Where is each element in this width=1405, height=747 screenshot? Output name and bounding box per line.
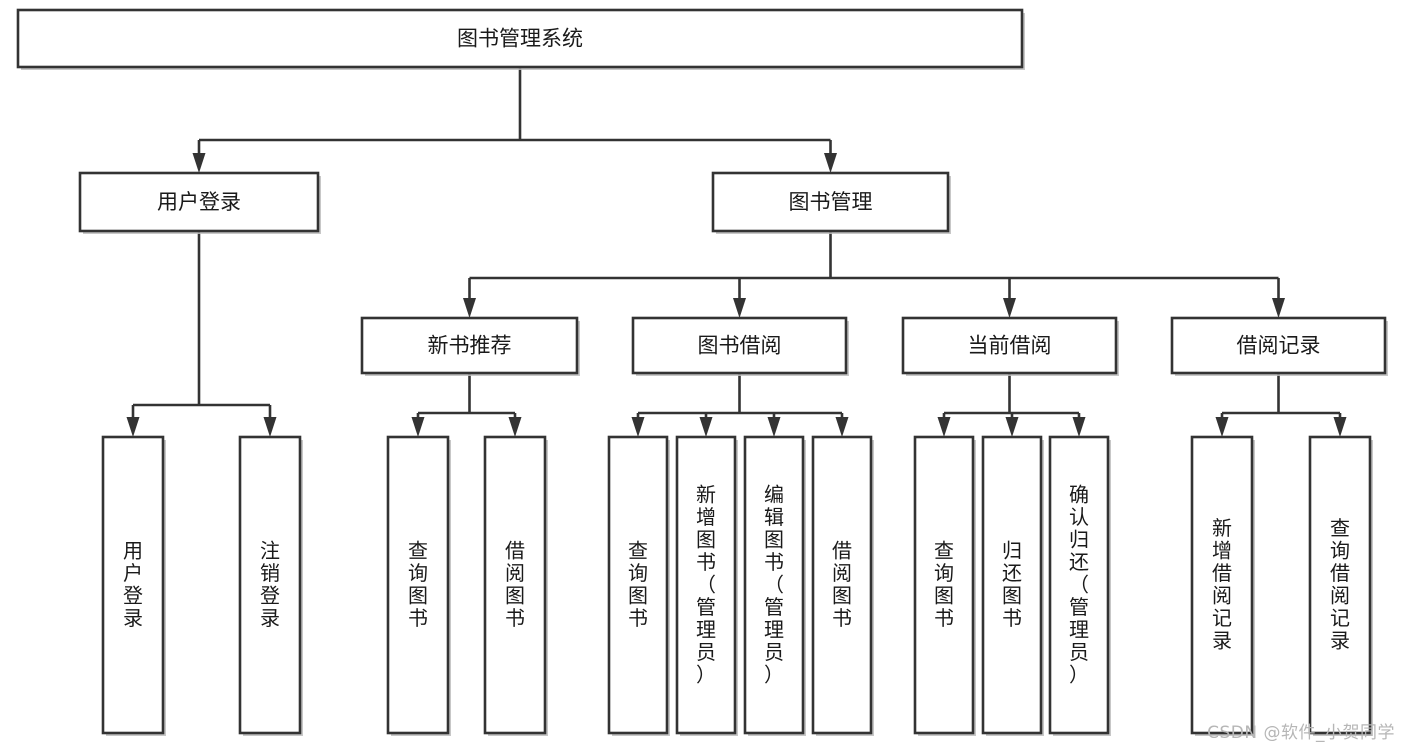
leaf-node-7-label: 借阅图书 bbox=[832, 539, 852, 631]
leaf-node-0[interactable]: 用户登录 bbox=[101, 435, 166, 736]
level1-node-0[interactable]: 用户登录 bbox=[78, 171, 321, 234]
root-to-level1-branch-0-arrowhead bbox=[192, 153, 206, 173]
mgmt-to-level2-branch-1-arrowhead bbox=[733, 298, 746, 318]
parent-1-to-leaves-branch-1-arrowhead bbox=[508, 417, 522, 437]
leaf-node-12[interactable]: 查询借阅记录 bbox=[1308, 435, 1373, 736]
root-node-图书管理系统-label: 图书管理系统 bbox=[457, 27, 583, 51]
leaf-node-5-label: 新增图书（管理员） bbox=[696, 482, 716, 686]
mgmt-to-level2-branch-2-arrowhead bbox=[1003, 298, 1016, 318]
parent-2-to-leaves-branch-0-arrowhead bbox=[631, 417, 645, 437]
leaf-node-6[interactable]: 编辑图书（管理员） bbox=[743, 435, 806, 736]
parent-0-to-leaves-branch-0-arrowhead bbox=[126, 417, 140, 437]
leaf-node-10-label: 确认归还（管理员） bbox=[1069, 482, 1089, 686]
parent-3-to-leaves-branch-0-arrowhead bbox=[937, 417, 951, 437]
leaf-node-7[interactable]: 借阅图书 bbox=[811, 435, 874, 736]
leaf-node-0-label: 用户登录 bbox=[123, 539, 143, 631]
leaf-node-3-label: 借阅图书 bbox=[505, 539, 525, 631]
leaf-node-4-label: 查询图书 bbox=[628, 539, 648, 631]
level1-node-1[interactable]: 图书管理 bbox=[711, 171, 951, 234]
csdn-watermark: CSDN @软件_小贺同学 bbox=[1207, 723, 1395, 743]
leaf-node-1-label: 注销登录 bbox=[260, 539, 280, 631]
leaf-node-5[interactable]: 新增图书（管理员） bbox=[675, 435, 738, 736]
level1-node-0-label: 用户登录 bbox=[157, 190, 241, 214]
mgmt-to-level2-branch-0-arrowhead bbox=[463, 298, 476, 318]
level2-node-1-label: 图书借阅 bbox=[698, 334, 782, 358]
root-node-图书管理系统[interactable]: 图书管理系统 bbox=[16, 8, 1025, 70]
leaf-node-11[interactable]: 新增借阅记录 bbox=[1190, 435, 1255, 736]
level2-node-1[interactable]: 图书借阅 bbox=[631, 316, 849, 376]
leaf-node-3[interactable]: 借阅图书 bbox=[483, 435, 548, 736]
level2-node-0-label: 新书推荐 bbox=[428, 334, 512, 358]
level2-node-2-label: 当前借阅 bbox=[968, 334, 1052, 358]
leaf-node-11-label: 新增借阅记录 bbox=[1212, 516, 1232, 653]
leaf-node-1[interactable]: 注销登录 bbox=[238, 435, 303, 736]
parent-4-to-leaves-branch-0-arrowhead bbox=[1215, 417, 1229, 437]
leaf-node-6-label: 编辑图书（管理员） bbox=[764, 482, 784, 686]
mgmt-to-level2-branch-3-arrowhead bbox=[1272, 298, 1285, 318]
leaf-node-8[interactable]: 查询图书 bbox=[913, 435, 976, 736]
parent-2-to-leaves-branch-2-arrowhead bbox=[767, 417, 781, 437]
leaf-node-9-label: 归还图书 bbox=[1002, 539, 1022, 631]
parent-0-to-leaves-branch-1-arrowhead bbox=[263, 417, 277, 437]
leaf-node-10[interactable]: 确认归还（管理员） bbox=[1048, 435, 1111, 736]
parent-3-to-leaves-branch-2-arrowhead bbox=[1072, 417, 1086, 437]
root-to-level1-branch-1-arrowhead bbox=[824, 153, 837, 173]
leaf-node-2[interactable]: 查询图书 bbox=[386, 435, 451, 736]
leaf-node-8-label: 查询图书 bbox=[934, 539, 954, 631]
leaf-node-9[interactable]: 归还图书 bbox=[981, 435, 1044, 736]
parent-2-to-leaves-branch-3-arrowhead bbox=[835, 417, 849, 437]
level2-node-3-label: 借阅记录 bbox=[1237, 334, 1321, 358]
node-layer: 图书管理系统用户登录图书管理新书推荐图书借阅当前借阅借阅记录用户登录注销登录查询… bbox=[16, 8, 1388, 736]
parent-2-to-leaves-branch-1-arrowhead bbox=[699, 417, 713, 437]
level2-node-2[interactable]: 当前借阅 bbox=[901, 316, 1119, 376]
level1-node-1-label: 图书管理 bbox=[789, 190, 873, 214]
leaf-node-2-label: 查询图书 bbox=[408, 539, 428, 631]
parent-3-to-leaves-branch-1-arrowhead bbox=[1005, 417, 1019, 437]
leaf-node-4[interactable]: 查询图书 bbox=[607, 435, 670, 736]
leaf-node-12-label: 查询借阅记录 bbox=[1330, 516, 1350, 653]
parent-4-to-leaves-branch-1-arrowhead bbox=[1333, 417, 1347, 437]
parent-1-to-leaves-branch-0-arrowhead bbox=[411, 417, 425, 437]
level2-node-3[interactable]: 借阅记录 bbox=[1170, 316, 1388, 376]
connector-layer bbox=[126, 67, 1347, 437]
level2-node-0[interactable]: 新书推荐 bbox=[360, 316, 580, 376]
